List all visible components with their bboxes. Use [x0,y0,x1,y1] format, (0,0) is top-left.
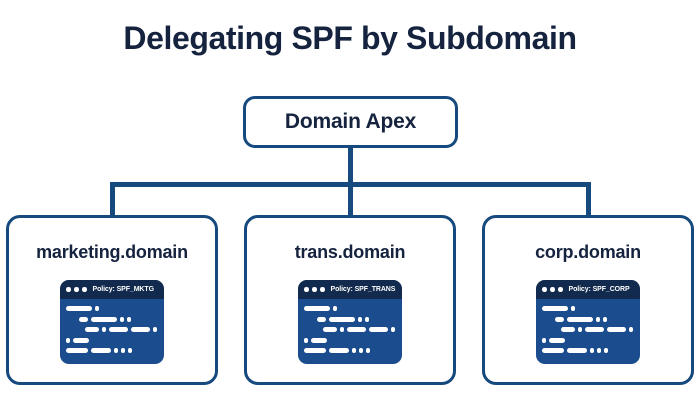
code-segment [555,316,564,322]
code-segment [128,348,132,353]
node-subdomain-corp[interactable]: corp.domain Policy: SPF_CORP [482,215,694,385]
code-segment [66,337,70,343]
window-dots-icon [542,287,563,292]
code-segment [359,348,363,353]
code-segment [323,327,337,332]
code-line [304,348,396,353]
code-segment [304,348,326,353]
code-segment [590,348,594,353]
code-segment [561,327,575,332]
policy-title-label: Policy: SPF_MKTG [92,286,155,293]
code-segment [340,327,344,332]
code-line [542,327,634,332]
code-segment [542,306,568,311]
code-segment [578,327,582,332]
code-line [66,316,158,322]
code-line [66,348,158,353]
page-title: Delegating SPF by Subdomain [123,20,577,56]
code-segment [391,327,395,332]
code-segment [131,327,150,332]
code-segment [366,348,370,353]
code-segment [120,316,124,322]
code-segment [91,316,117,322]
code-segment [329,348,349,353]
code-segment [127,316,131,322]
code-segment [73,337,89,343]
terminal-policy-icon: Policy: SPF_MKTG [60,280,164,364]
node-subdomain-marketing[interactable]: marketing.domain Policy: SPF_MKTG [6,215,218,385]
terminal-titlebar: Policy: SPF_CORP [536,280,640,299]
window-dots-icon [304,287,325,292]
code-line [304,337,396,343]
connector-drop-marketing [110,182,115,217]
code-segment [153,327,157,332]
code-segment [571,306,575,311]
code-segment [607,327,626,332]
code-segment [567,348,587,353]
node-subdomain-marketing-label: marketing.domain [36,242,188,262]
terminal-code-lines [536,299,640,364]
terminal-titlebar: Policy: SPF_TRANS [298,280,402,299]
terminal-policy-icon: Policy: SPF_CORP [536,280,640,364]
code-segment [567,316,593,322]
code-line [542,316,634,322]
code-segment [365,316,369,322]
node-domain-apex[interactable]: Domain Apex [243,96,458,148]
policy-title-label: Policy: SPF_CORP [568,286,630,293]
code-segment [542,337,546,343]
code-line [304,327,396,332]
code-segment [329,316,355,322]
code-segment [369,327,388,332]
code-segment [333,306,337,311]
code-segment [352,348,356,353]
code-line [66,327,158,332]
code-segment [66,348,88,353]
code-line [66,306,158,311]
code-segment [121,348,125,353]
code-segment [358,316,362,322]
code-segment [597,348,601,353]
code-segment [114,348,118,353]
terminal-policy-icon: Policy: SPF_TRANS [298,280,402,364]
code-line [542,348,634,353]
code-segment [85,327,99,332]
code-line [542,337,634,343]
code-segment [604,348,608,353]
code-segment [347,327,366,332]
policy-title-label: Policy: SPF_TRANS [330,286,396,293]
code-line [66,337,158,343]
code-segment [95,306,99,311]
code-line [304,306,396,311]
code-segment [603,316,607,322]
code-segment [317,316,326,322]
code-segment [542,348,564,353]
code-segment [304,337,308,343]
code-segment [304,306,330,311]
code-line [304,316,396,322]
window-dots-icon [66,287,87,292]
code-segment [629,327,633,332]
node-domain-apex-label: Domain Apex [284,110,417,133]
code-segment [585,327,604,332]
terminal-code-lines [60,299,164,364]
code-segment [311,337,327,343]
code-segment [596,316,600,322]
code-segment [109,327,128,332]
code-line [542,306,634,311]
node-subdomain-corp-label: corp.domain [535,242,641,262]
node-subdomain-trans-label: trans.domain [294,242,406,262]
code-segment [91,348,111,353]
connector-drop-trans [348,182,353,217]
code-segment [66,306,92,311]
terminal-code-lines [298,299,402,364]
code-segment [79,316,88,322]
node-subdomain-trans[interactable]: trans.domain Policy: SPF_TRANS [244,215,456,385]
code-segment [102,327,106,332]
connector-drop-corp [586,182,591,217]
connector-apex-stem [348,147,353,187]
code-segment [549,337,565,343]
terminal-titlebar: Policy: SPF_MKTG [60,280,164,299]
